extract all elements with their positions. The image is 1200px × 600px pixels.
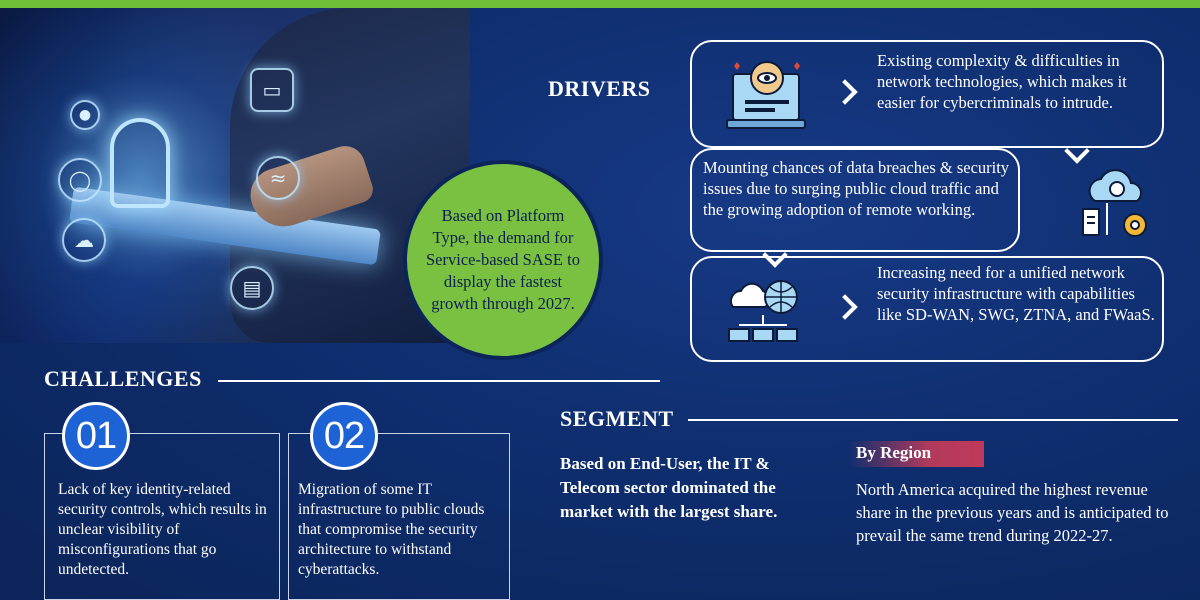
highlight-text: Based on Platform Type, the demand for S… [426, 206, 580, 313]
challenges-divider [218, 380, 660, 382]
driver-bubble-1 [690, 40, 1164, 148]
region-text: North America acquired the highest reven… [856, 480, 1169, 545]
driver-bubble-3 [690, 256, 1164, 362]
challenges-title: CHALLENGES [44, 366, 202, 391]
laptop-icon: ▭ [250, 68, 294, 112]
cloud-icon: ☁ [62, 218, 106, 262]
drivers-title: DRIVERS [548, 76, 651, 101]
padlock-icon [110, 118, 170, 208]
challenge-number-badge-1: 01 [62, 402, 130, 470]
segment-title: SEGMENT [560, 406, 674, 431]
cloud-gear-icon [1074, 168, 1160, 246]
cloud-network-icon [722, 272, 812, 352]
driver-text-3: Increasing need for a unified network se… [877, 263, 1155, 324]
region-label: By Region [856, 443, 932, 462]
driver-text-1: Existing complexity & difficulties in ne… [877, 51, 1127, 112]
challenge-number-badge-2: 02 [310, 402, 378, 470]
driver-bubble-2 [690, 148, 1020, 252]
highlight-circle: Based on Platform Type, the demand for S… [403, 160, 603, 360]
hero-image: ▭ ≈ ◯ ☁ ▤ ● [0, 8, 470, 343]
challenge-text-1: Lack of key identity-related security co… [58, 481, 267, 578]
region-label-band: By Region [848, 441, 984, 467]
globe-icon: ◯ [58, 158, 102, 202]
signal-icon: ● [70, 100, 100, 130]
segment-divider [688, 419, 1178, 421]
wifi-icon: ≈ [256, 156, 300, 200]
eye-monitor-icon [722, 52, 812, 136]
cart-icon: ▤ [230, 266, 274, 310]
driver-text-2: Mounting chances of data breaches & secu… [703, 158, 1010, 219]
challenge-text-2: Migration of some IT infrastructure to p… [298, 481, 485, 578]
segment-text: Based on End-User, the IT & Telecom sect… [560, 454, 778, 521]
top-accent-bar [0, 0, 1200, 8]
